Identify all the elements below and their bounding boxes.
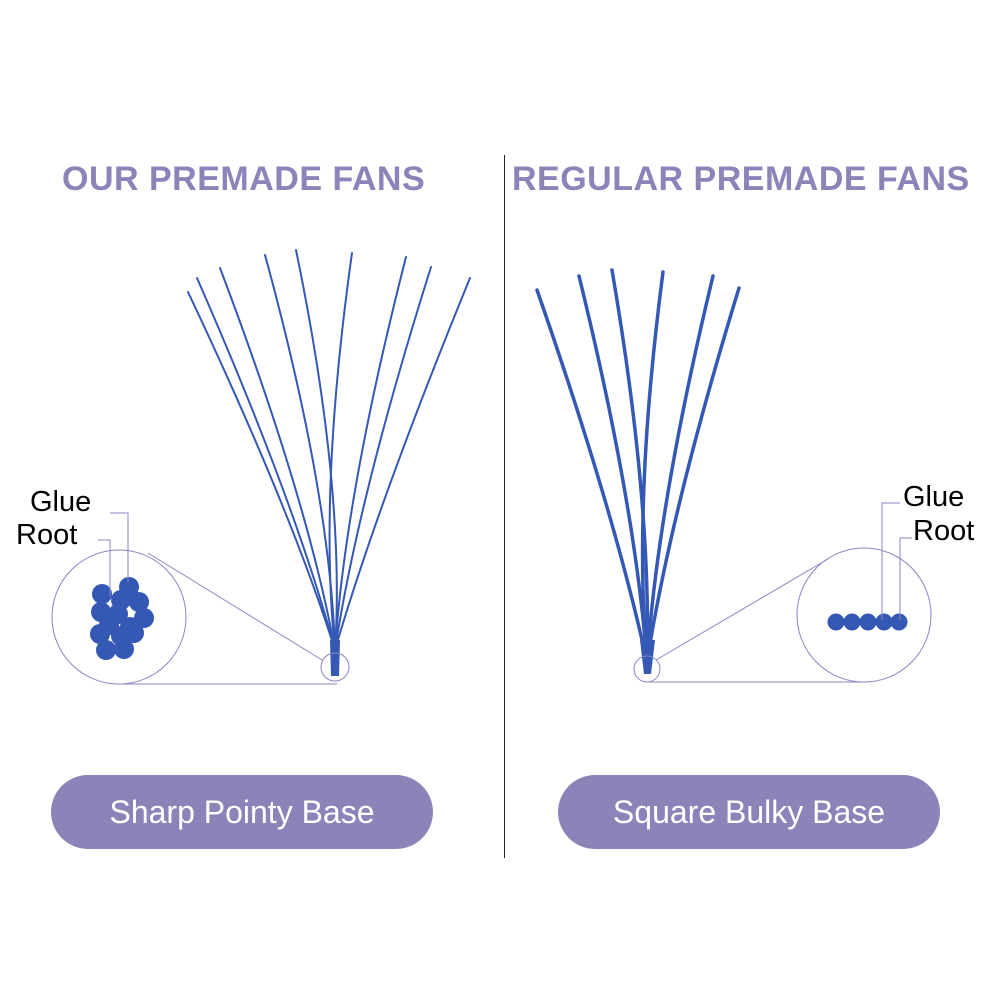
left-lash-7 — [334, 256, 407, 651]
sharp-pointy-base-badge: Sharp Pointy Base — [51, 775, 433, 849]
right-glue-leader-line — [881, 502, 900, 620]
left-lash-9 — [334, 277, 471, 651]
right-fan-lashes — [535, 268, 741, 674]
left-base-highlight-circle — [320, 652, 350, 682]
right-glue-label: Glue — [903, 481, 965, 513]
right-lash-2 — [577, 274, 649, 664]
sharp-pointy-base-label: Sharp Pointy Base — [109, 793, 375, 830]
right-lash-3 — [610, 268, 650, 664]
left-zoom-callout — [51, 512, 350, 685]
left-root-label: Root — [16, 519, 78, 551]
left-root-dot-12 — [124, 623, 144, 643]
right-root-dot-3 — [859, 613, 877, 631]
center-divider — [504, 155, 505, 858]
left-zoom-line-top — [147, 552, 323, 661]
left-fan-lashes — [187, 249, 471, 676]
left-root-dot-14 — [114, 639, 134, 659]
root-leader-line — [98, 539, 111, 596]
left-root-dot-4 — [129, 592, 149, 612]
square-bulky-base-badge: Square Bulky Base — [558, 775, 940, 849]
left-lash-6 — [328, 252, 353, 651]
right-lash-6 — [645, 286, 741, 664]
right-root-dot-5 — [890, 613, 908, 631]
left-root-dot-10 — [90, 624, 110, 644]
right-zoom-line-top — [655, 558, 829, 661]
right-lash-1 — [535, 288, 649, 664]
right-zoom-callout — [633, 502, 932, 683]
glue-leader-line — [110, 512, 129, 582]
right-root-dot-4 — [875, 613, 893, 631]
square-bulky-base-label: Square Bulky Base — [612, 793, 886, 830]
right-bulky-base — [640, 640, 655, 674]
right-root-dot-2 — [843, 613, 861, 631]
left-root-dot-1 — [92, 584, 112, 604]
left-root-dot-13 — [96, 640, 116, 660]
left-title: OUR PREMADE FANS — [62, 160, 426, 198]
right-root-dot-1 — [827, 613, 845, 631]
right-title: REGULAR PREMADE FANS — [512, 160, 970, 198]
left-lash-3 — [219, 267, 336, 651]
left-lash-4 — [264, 254, 336, 651]
left-lash-1 — [187, 291, 336, 651]
right-glue-root-row — [827, 613, 908, 631]
right-lash-4 — [640, 270, 665, 664]
right-root-label: Root — [913, 515, 975, 547]
left-lash-2 — [196, 277, 336, 651]
left-lash-8 — [334, 266, 432, 651]
left-glue-root-cluster — [90, 577, 154, 660]
left-glue-label: Glue — [30, 486, 92, 518]
right-root-leader-line — [899, 537, 912, 620]
right-lash-5 — [645, 274, 715, 664]
right-base-highlight-circle — [633, 655, 661, 683]
left-pointy-base — [330, 640, 340, 676]
